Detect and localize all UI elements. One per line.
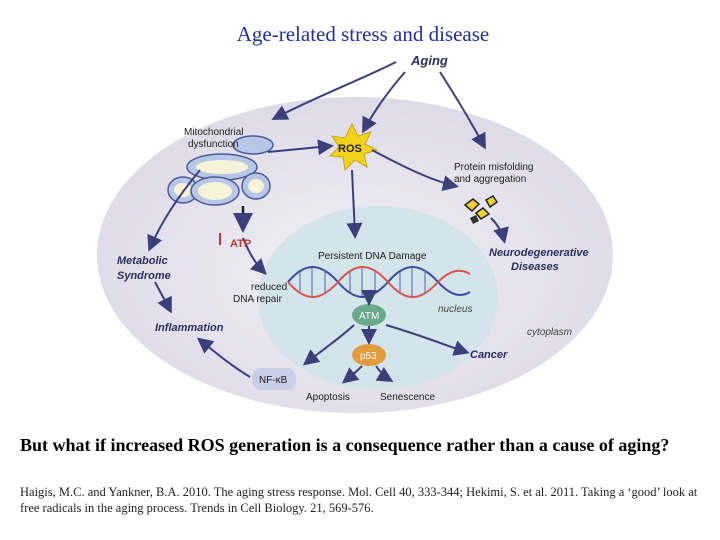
nucleus-label: nucleus <box>438 304 472 315</box>
cancer-label: Cancer <box>470 349 508 361</box>
nfkb-label: NF-κB <box>259 375 288 386</box>
apoptosis-label: Apoptosis <box>306 392 350 403</box>
cytoplasm-label: cytoplasm <box>527 327 572 338</box>
senescence-label: Senescence <box>380 392 435 403</box>
protein-label-line2: and aggregation <box>454 174 526 185</box>
repair-label-line2: DNA repair <box>233 294 283 305</box>
protein-aggregate-icon <box>463 195 499 224</box>
atp-label: ATP <box>230 238 251 250</box>
repair-label-line1: reduced <box>251 282 287 293</box>
protein-label-line1: Protein misfolding <box>454 162 533 173</box>
mitochondria-icon <box>167 135 274 206</box>
ros-label: ROS <box>338 143 362 155</box>
p53-node <box>352 344 386 366</box>
atm-label: ATM <box>359 311 379 322</box>
atm-node <box>352 304 386 326</box>
metabolic-label-line1: Metabolic <box>117 255 168 267</box>
neuro-label-line2: Diseases <box>511 261 559 273</box>
question-text: But what if increased ROS generation is … <box>20 435 670 455</box>
dna-damage-label: Persistent DNA Damage <box>318 251 427 262</box>
mito-label-line1: Mitochondrial <box>184 127 243 138</box>
p53-label: p53 <box>360 351 377 362</box>
mito-label-line2: dysfunction <box>188 139 239 150</box>
nucleus-body <box>258 206 498 390</box>
neuro-label-line1: Neurodegenerative <box>489 247 589 259</box>
references-text: Haigis, M.C. and Yankner, B.A. 2010. The… <box>20 485 698 515</box>
ros-star-icon <box>328 122 379 172</box>
inflammation-label: Inflammation <box>155 322 224 334</box>
nfkb-node <box>252 368 296 390</box>
slide-title: Age-related stress and disease <box>236 22 490 46</box>
pathway-arrows <box>147 61 509 384</box>
metabolic-label-line2: Syndrome <box>117 270 171 282</box>
aging-label: Aging <box>410 53 448 68</box>
